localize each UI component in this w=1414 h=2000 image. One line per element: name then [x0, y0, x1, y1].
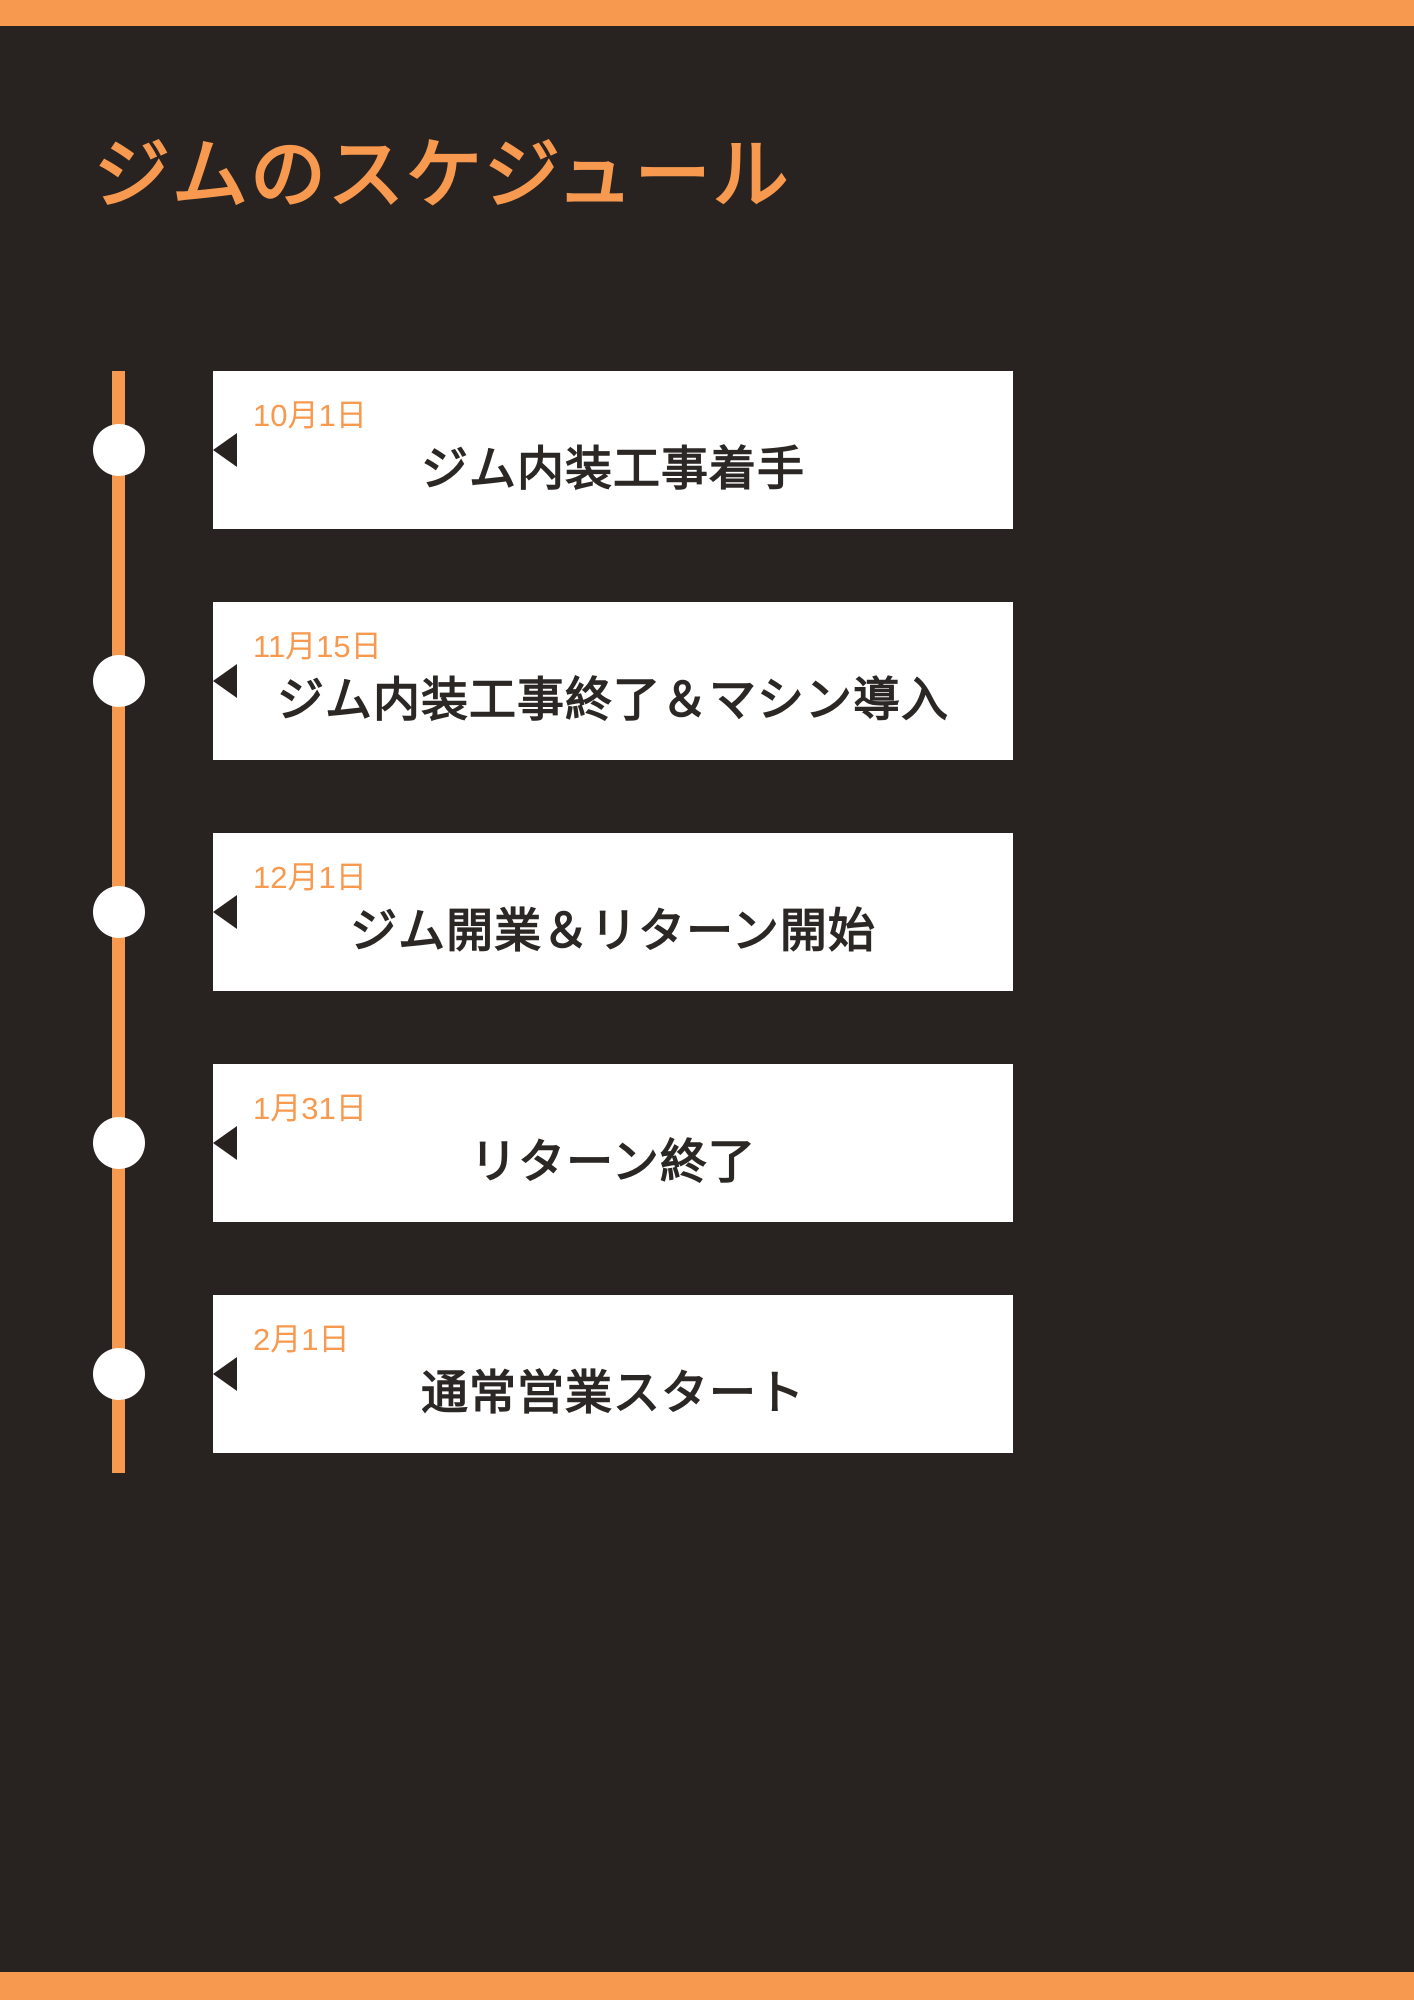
timeline-dot [93, 1117, 145, 1169]
timeline-card: 10月1日 ジム内装工事着手 [213, 371, 1013, 529]
page-title: ジムのスケジュール [94, 133, 791, 218]
card-tail-arrow-icon [213, 1357, 237, 1391]
bottom-accent-bar [0, 1972, 1414, 2000]
event-title: リターン終了 [470, 1135, 756, 1189]
timeline-card: 12月1日 ジム開業＆リターン開始 [213, 833, 1013, 991]
timeline-dot [93, 886, 145, 938]
event-date: 10月1日 [253, 398, 367, 433]
event-date: 11月15日 [253, 629, 382, 664]
card-tail-arrow-icon [213, 895, 237, 929]
event-title: ジム内装工事終了＆マシン導入 [277, 673, 949, 727]
card-tail-arrow-icon [213, 664, 237, 698]
timeline-card: 2月1日 通常営業スタート [213, 1295, 1013, 1453]
timeline-card: 11月15日 ジム内装工事終了＆マシン導入 [213, 602, 1013, 760]
card-tail-arrow-icon [213, 433, 237, 467]
timeline-dot [93, 655, 145, 707]
event-date: 12月1日 [253, 860, 367, 895]
event-title: ジム内装工事着手 [421, 442, 805, 496]
event-date: 2月1日 [253, 1322, 350, 1357]
timeline-card: 1月31日 リターン終了 [213, 1064, 1013, 1222]
event-date: 1月31日 [253, 1091, 367, 1126]
event-title: ジム開業＆リターン開始 [350, 904, 876, 958]
card-tail-arrow-icon [213, 1126, 237, 1160]
timeline-dot [93, 1348, 145, 1400]
top-accent-bar [0, 0, 1414, 26]
event-title: 通常営業スタート [421, 1366, 805, 1420]
timeline-dot [93, 424, 145, 476]
